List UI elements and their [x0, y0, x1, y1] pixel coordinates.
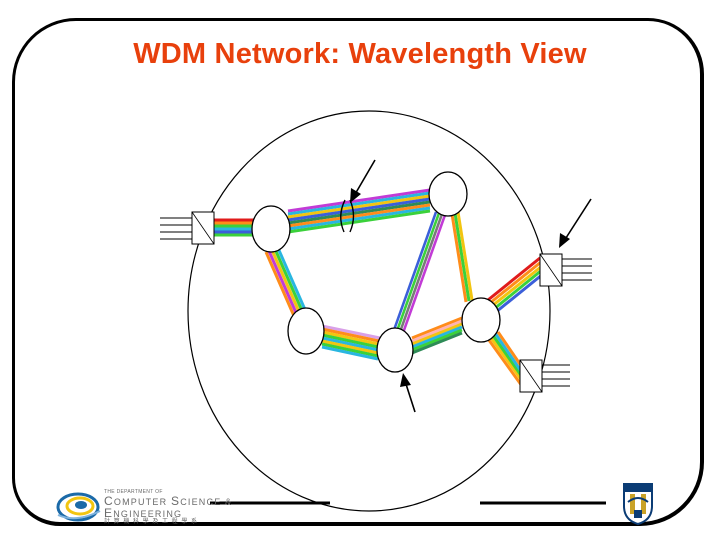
- fiber-n3-to-n4: [321, 324, 381, 361]
- logo-line-1: THE DEPARTMENT OF: [104, 489, 163, 495]
- cse-department-logo: THE DEPARTMENT OF COMPUTER SCIENCE & ENG…: [56, 487, 231, 525]
- node-n3: [287, 307, 325, 355]
- network-boundary-circle: [187, 110, 551, 512]
- logo-line-3: ENGINEERING: [104, 506, 183, 520]
- right-lower-terminal: [519, 359, 570, 393]
- network-node: [287, 307, 325, 355]
- bundle-bracket-icon: [340, 199, 346, 233]
- node-n1: [251, 205, 291, 253]
- slide-frame: [12, 18, 704, 526]
- node-n4: [376, 327, 414, 373]
- network-node: [428, 171, 468, 217]
- fiber-n1-to-n2: [287, 188, 431, 234]
- left-terminal: [160, 211, 215, 245]
- fiber-n2-to-n5: [450, 211, 474, 303]
- cse-swirl-icon: [56, 492, 101, 522]
- fiber-n5-to-right-lower-terminal: [484, 331, 526, 387]
- node-n2: [428, 171, 468, 217]
- slide-title: WDM Network: Wavelength View: [133, 38, 587, 70]
- right-upper-terminal: [539, 253, 592, 287]
- arrow-icon: [400, 373, 416, 413]
- arrow-icon: [559, 198, 592, 248]
- fiber-left-to-n1: [214, 218, 256, 237]
- arrow-icon: [350, 159, 376, 203]
- fiber-n4-to-n5: [411, 316, 463, 355]
- network-node: [251, 205, 291, 253]
- fiber-n5-to-right-upper-terminal: [487, 256, 544, 314]
- logo-line-2: COMPUTER SCIENCE &: [104, 494, 233, 508]
- network-node: [376, 327, 414, 373]
- network-node: [461, 297, 501, 343]
- node-n5: [461, 297, 501, 343]
- hkust-emblem-icon: [623, 483, 653, 526]
- bundle-bracket-icon: [349, 199, 355, 233]
- logo-line-4: 計 算 機 科 學 及 工 程 學 系: [104, 519, 199, 525]
- fiber-n1-to-n3: [264, 247, 308, 317]
- fiber-n2-to-n4: [392, 211, 447, 334]
